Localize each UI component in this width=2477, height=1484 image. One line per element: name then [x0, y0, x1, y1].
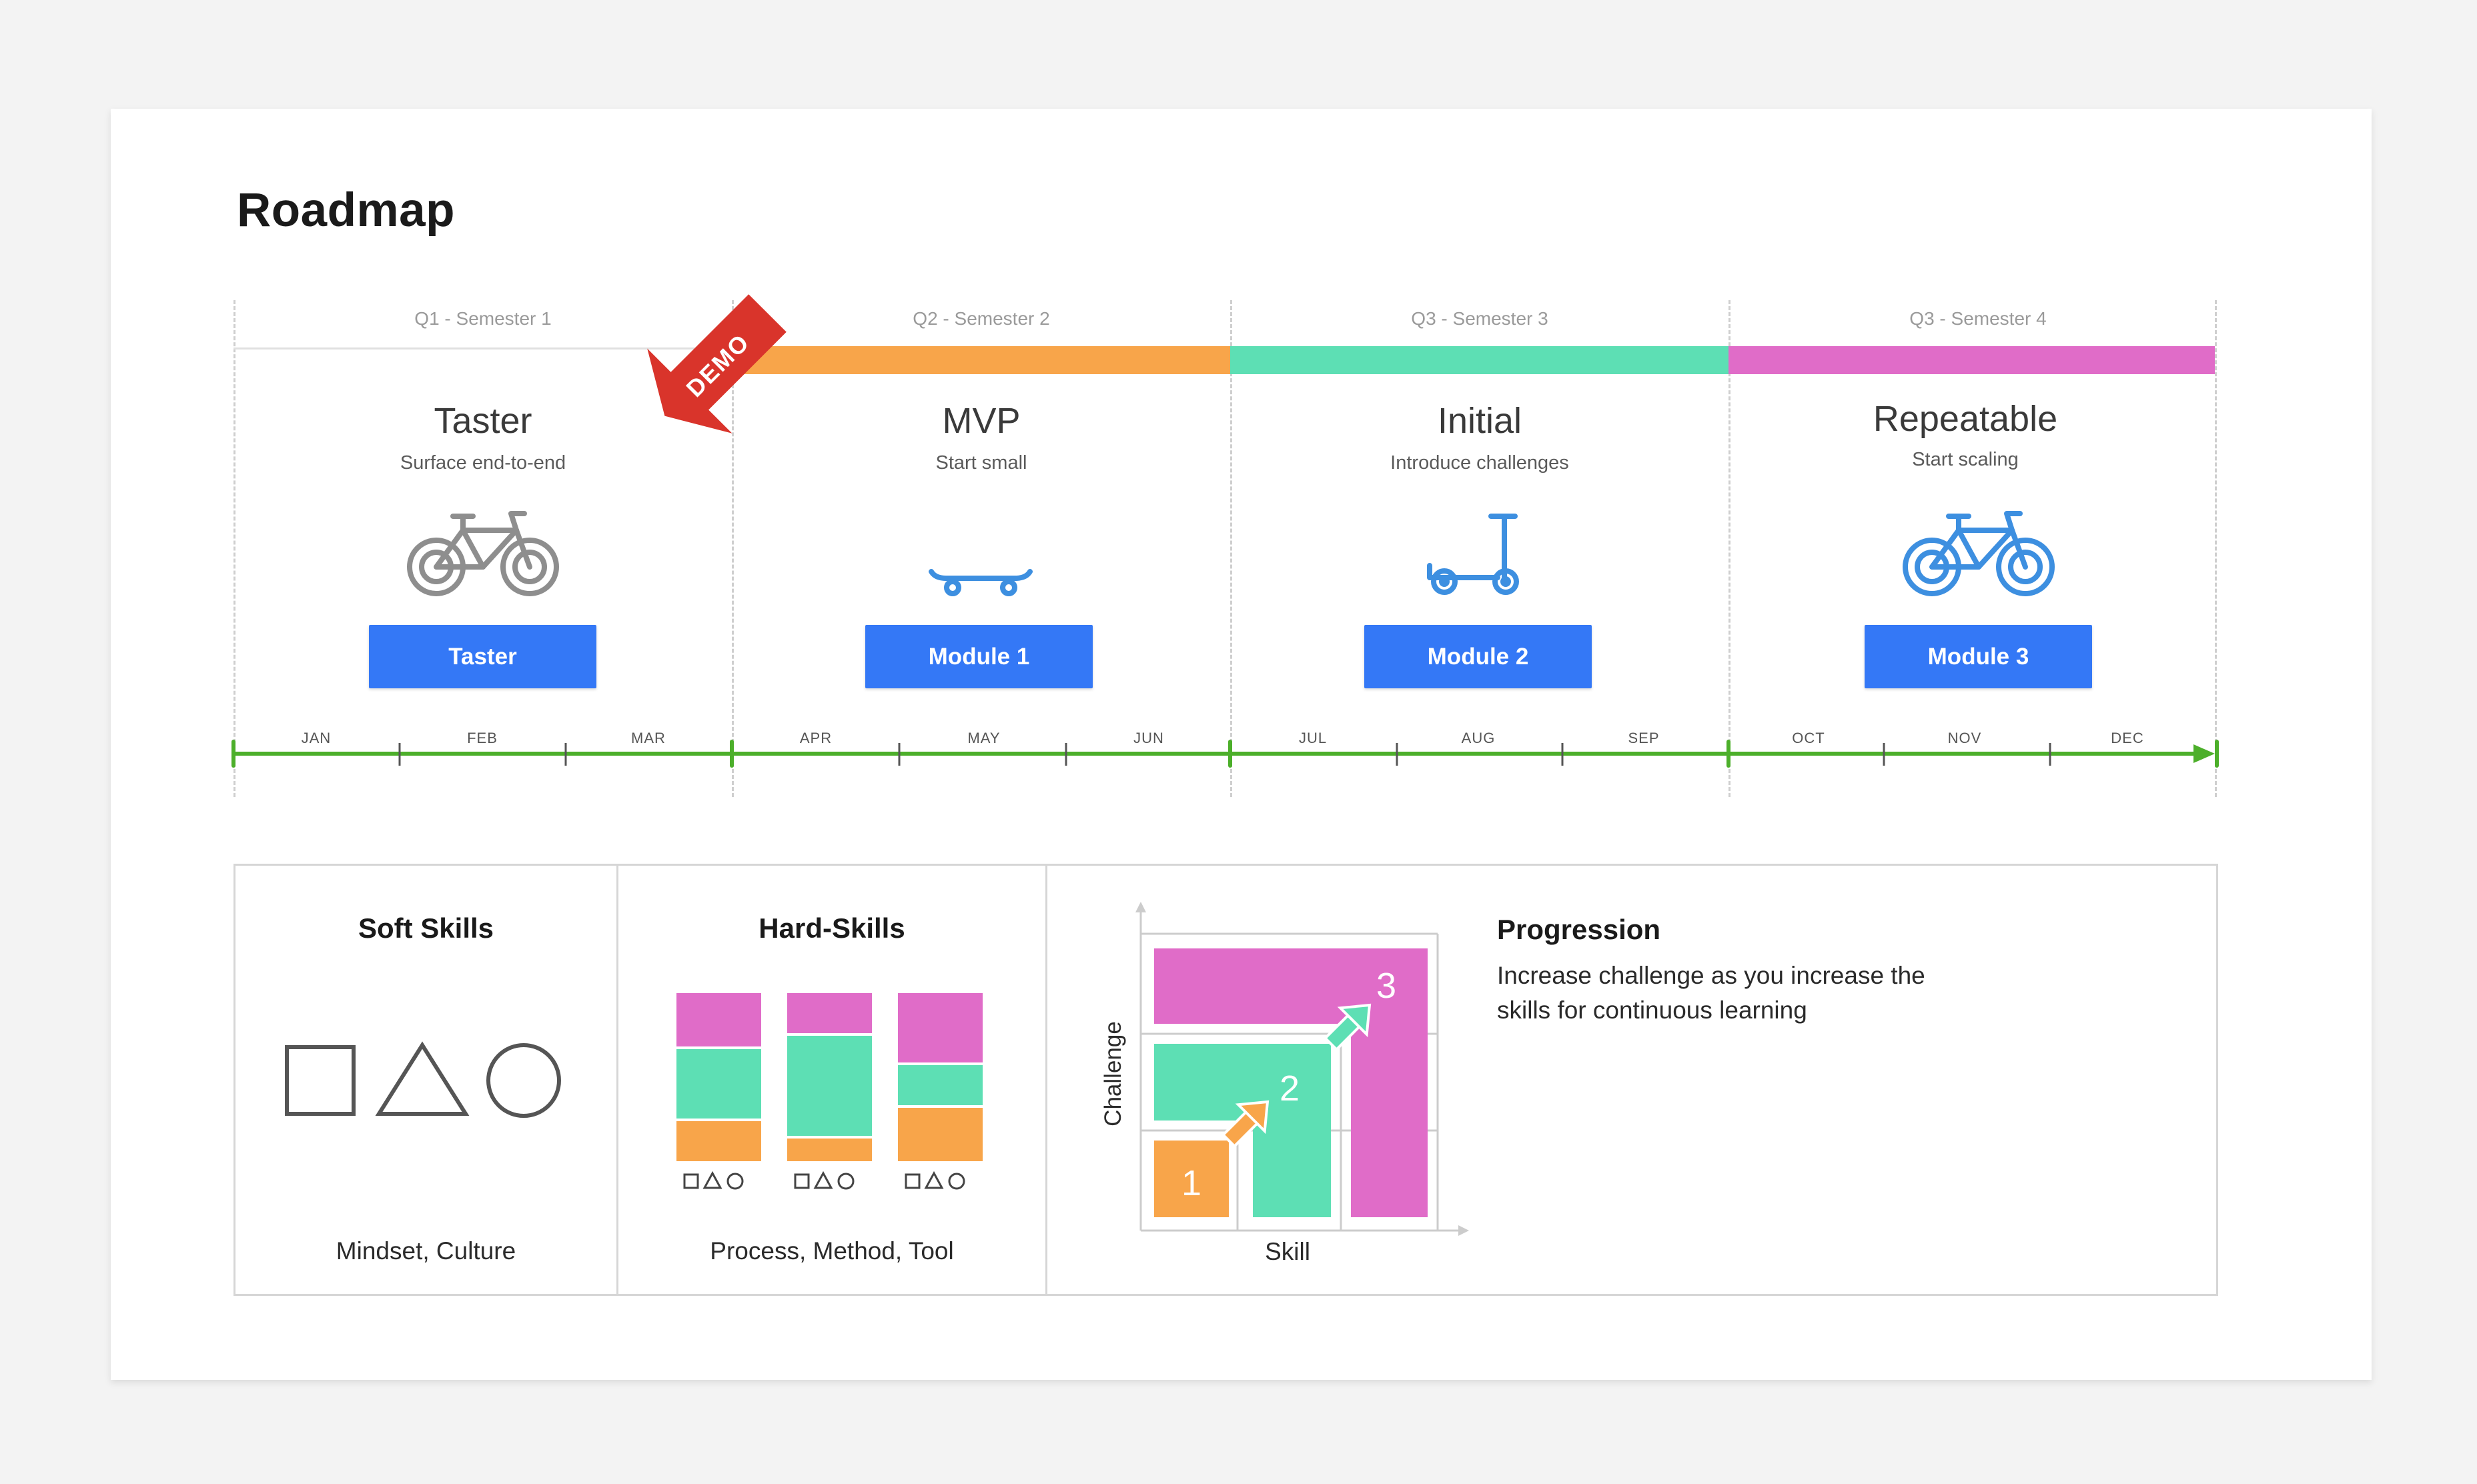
soft-skills-title: Soft Skills: [358, 912, 494, 944]
bicycle-icon: [1903, 511, 2055, 596]
phase-subtitle-initial: Introduce challenges: [1390, 452, 1569, 474]
timeline: [231, 740, 2219, 768]
module-3-button[interactable]: Module 3: [1865, 625, 2092, 688]
month-label: FEB: [467, 730, 498, 746]
month-label: JAN: [301, 730, 332, 746]
phase-title-mvp: MVP: [942, 401, 1021, 441]
quarter-label-q1: Q1 - Semester 1: [414, 308, 552, 329]
quarter-divider: [233, 300, 235, 797]
bicycle-icon: [407, 511, 559, 596]
month-label: OCT: [1792, 730, 1825, 746]
shapes-icon: [285, 1041, 561, 1118]
quarter-divider: [732, 300, 734, 797]
hard-skills-stacks: [676, 993, 983, 1190]
month-label: SEP: [1628, 730, 1660, 746]
taster-button[interactable]: Taster: [369, 625, 596, 688]
quarter-bar-q4: [1728, 346, 2215, 374]
demo-ribbon: DEMO: [647, 294, 787, 434]
panel-divider: [616, 864, 618, 1296]
module-2-button[interactable]: Module 2: [1364, 625, 1592, 688]
month-label: JUN: [1133, 730, 1164, 746]
hard-skills-caption: Process, Method, Tool: [710, 1237, 954, 1265]
phase-subtitle-mvp: Start small: [935, 452, 1027, 474]
quarter-divider: [2215, 300, 2217, 797]
month-label: APR: [799, 730, 833, 746]
step-1-label: 1: [1181, 1163, 1201, 1203]
quarter-label-q2: Q2 - Semester 2: [913, 308, 1050, 329]
scooter-icon: [1427, 514, 1519, 595]
y-axis-label: Challenge: [1100, 1021, 1126, 1127]
hard-skills-title: Hard-Skills: [759, 912, 905, 944]
skateboard-icon: [929, 569, 1033, 596]
quarter-label-q3: Q3 - Semester 3: [1411, 308, 1548, 329]
roadmap-card: [111, 109, 2372, 1380]
month-label: DEC: [2111, 730, 2144, 746]
progression-description: Increase challenge as you increase the s…: [1497, 962, 1925, 1024]
page-title: Roadmap: [237, 184, 455, 237]
phase-subtitle-repeatable: Start scaling: [1912, 449, 2019, 470]
phase-title-repeatable: Repeatable: [1873, 399, 2058, 439]
month-label: NOV: [1947, 730, 1982, 746]
month-label: MAR: [631, 730, 666, 746]
progression-title: Progression: [1497, 914, 1661, 945]
phase-title-taster: Taster: [434, 401, 532, 441]
panel-divider: [1045, 864, 1047, 1296]
module-1-button[interactable]: Module 1: [865, 625, 1093, 688]
soft-skills-caption: Mindset, Culture: [336, 1237, 516, 1265]
step-2-label: 2: [1280, 1068, 1300, 1108]
step-3-label: 3: [1376, 966, 1396, 1006]
phase-title-initial: Initial: [1437, 401, 1522, 441]
month-label: JUL: [1298, 730, 1328, 746]
phase-subtitle-taster: Surface end-to-end: [400, 452, 566, 474]
progression-chart: 1 2 3 Challenge: [1100, 902, 1469, 1236]
quarter-divider: [1230, 300, 1232, 797]
month-label: AUG: [1461, 730, 1496, 746]
quarter-bar-q3: [1230, 346, 1728, 374]
quarter-divider: [1728, 300, 1730, 797]
skills-panel: [233, 864, 2218, 1296]
x-axis-label: Skill: [1265, 1238, 1310, 1265]
quarter-bar-q1: [233, 347, 732, 349]
quarter-label-q4: Q3 - Semester 4: [1909, 308, 2047, 329]
month-label: MAY: [967, 730, 1001, 746]
quarter-bar-q2: [732, 346, 1230, 374]
